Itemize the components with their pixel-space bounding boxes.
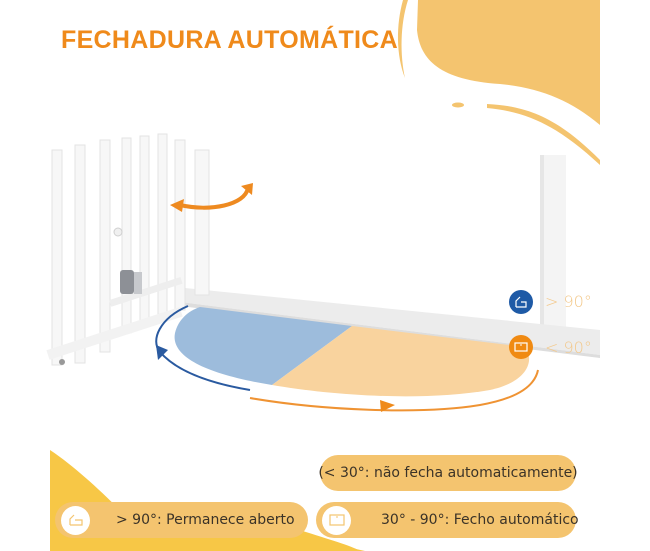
note-text: (< 30°: não fecha automaticamente) [318,465,578,481]
note-pill: (< 30°: não fecha automaticamente) [318,455,578,491]
auto-close-icon-circle [322,505,351,535]
closed-gate-icon [328,514,345,526]
page-title: FECHADURA AUTOMÁTICA [61,26,398,54]
stays-open-text: > 90°: Permanece aberto [116,512,295,528]
auto-close-text: 30° - 90°: Fecho automático [381,512,579,528]
closed-angle-badge [509,335,533,359]
open-gate-icon [68,514,83,526]
closed-angle-label: < 90° [545,338,592,357]
closed-gate-icon [514,342,528,352]
auto-close-pill: 30° - 90°: Fecho automático [316,502,579,538]
open-angle-label: > 90° [545,292,592,311]
stays-open-pill: > 90°: Permanece aberto [55,502,308,538]
stays-open-icon-circle [61,505,90,535]
open-gate-icon [515,296,527,308]
open-angle-badge [509,290,533,314]
